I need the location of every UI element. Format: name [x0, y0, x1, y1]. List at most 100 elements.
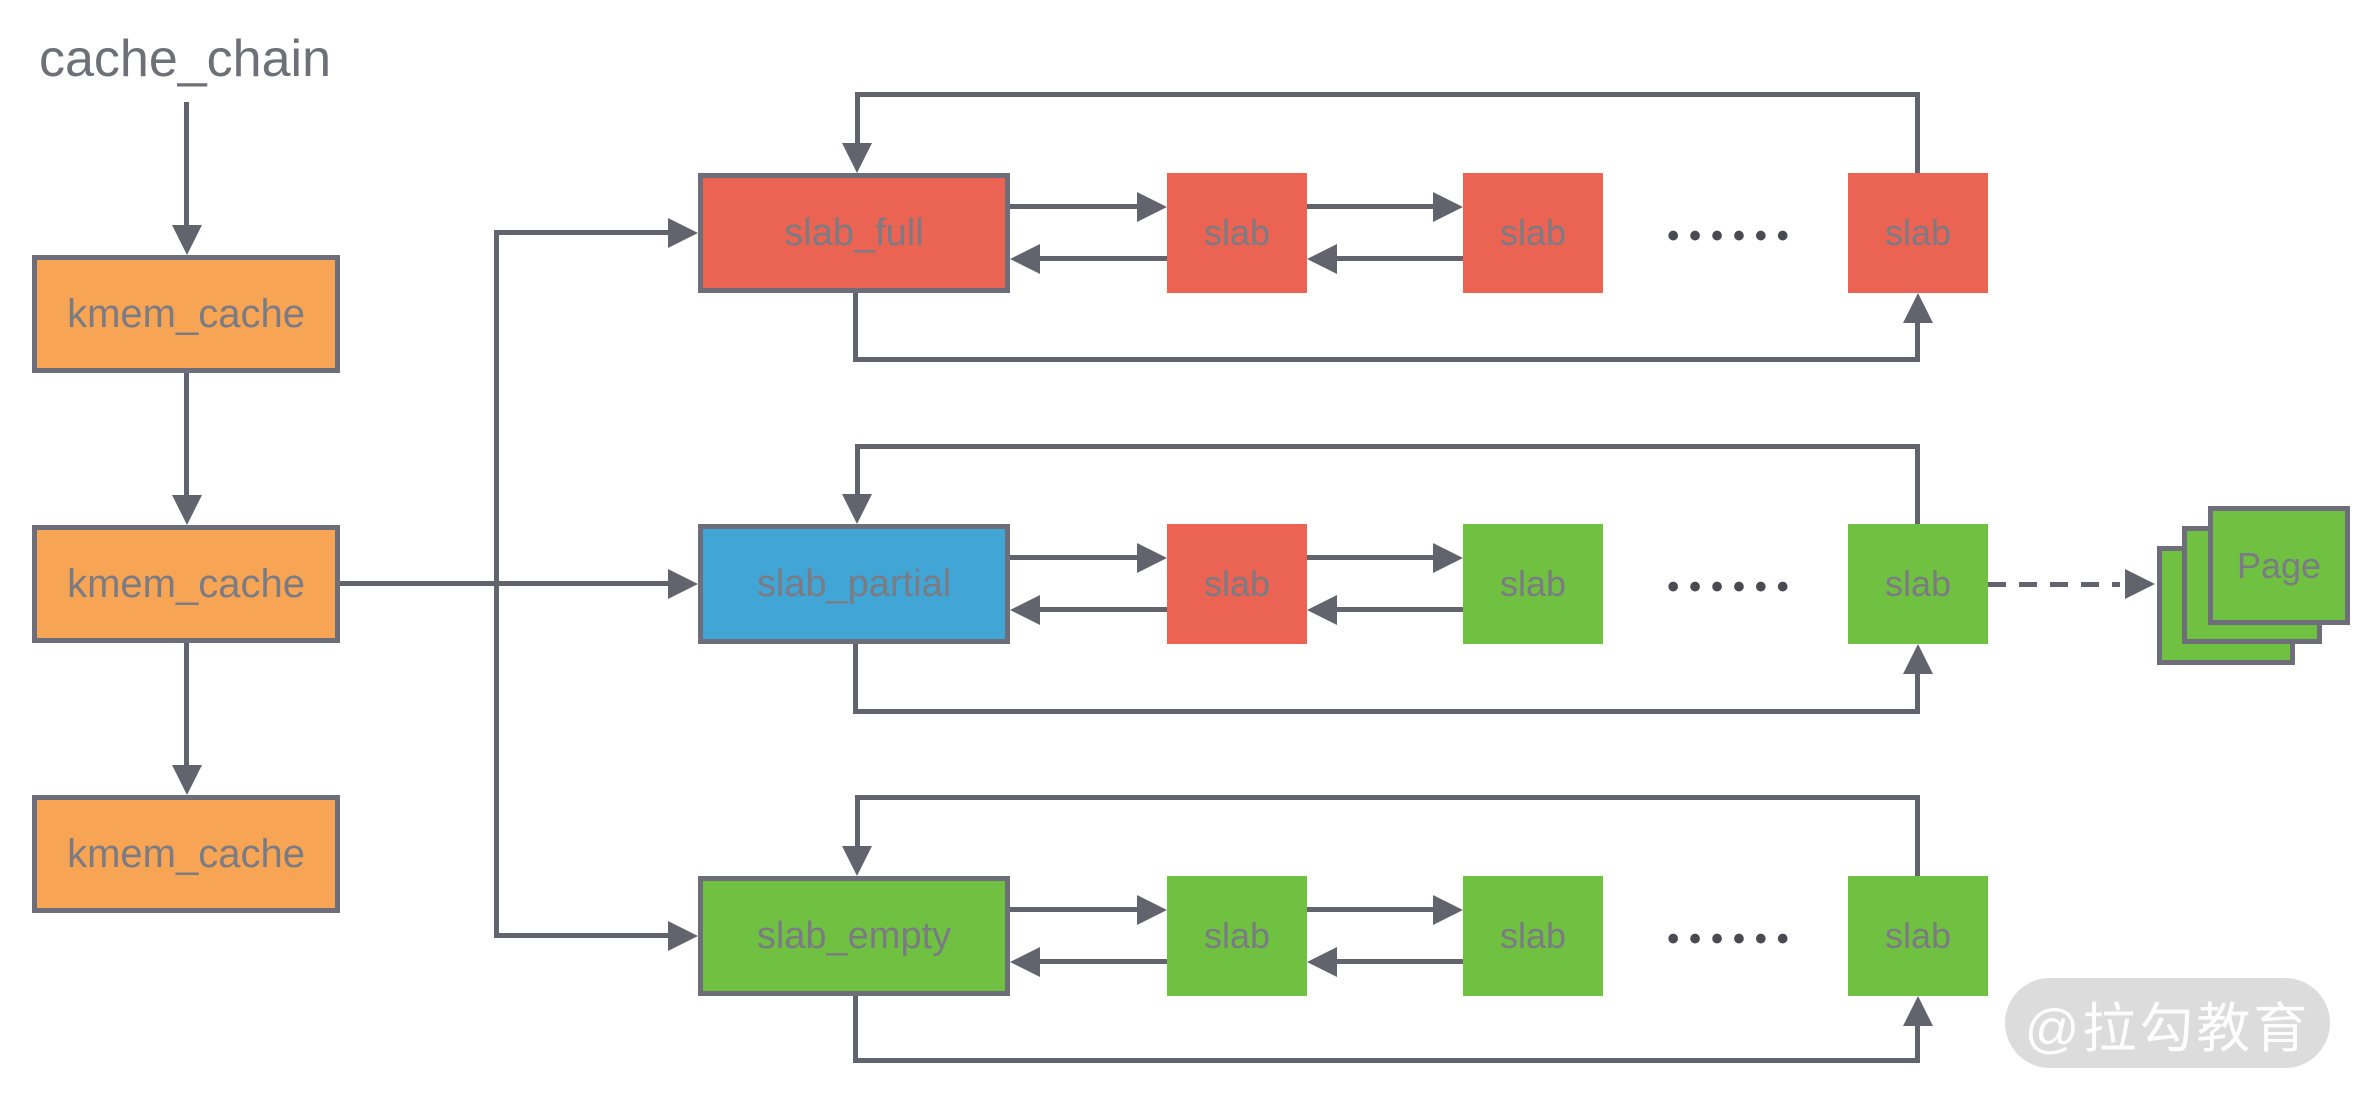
link-prev-arrow-icon [1307, 244, 1337, 274]
slab-partial-head-box: slab_partial [698, 524, 1010, 644]
link-prev-line [1337, 959, 1463, 964]
branch-arrow-full-icon [668, 218, 698, 248]
link-next-line [1010, 907, 1137, 912]
page-dashed-line [1988, 582, 2120, 587]
branch-arm-empty-line [494, 933, 668, 938]
slab-label: slab [1884, 915, 1952, 956]
link-next-line [1307, 907, 1433, 912]
loop-top-left-line [855, 444, 860, 499]
chain-arrow-line-1 [184, 373, 189, 495]
loop-top-line [855, 92, 1920, 97]
ellipsis-dots: •••••• [1667, 216, 1799, 255]
loop-top-arrow-icon [842, 846, 872, 876]
slab-label: slab [1499, 563, 1567, 604]
loop-bottom-left-line [853, 293, 858, 362]
loop-bottom-right-line [1915, 672, 1920, 714]
loop-top-right-line [1915, 795, 1920, 876]
slab-node-red: slab [1463, 173, 1603, 293]
page-dashed-arrow-icon [2125, 569, 2155, 599]
loop-bottom-arrow-icon [1903, 644, 1933, 674]
slab-node-green: slab [1848, 876, 1988, 996]
link-prev-line [1337, 607, 1463, 612]
chain-arrow-down-icon-1 [172, 495, 202, 525]
slab-label: slab [1499, 915, 1567, 956]
link-next-arrow-icon [1433, 895, 1463, 925]
link-next-arrow-icon [1433, 192, 1463, 222]
link-prev-line [1040, 607, 1167, 612]
watermark-badge: @拉勾教育 [2005, 978, 2330, 1068]
slab-label: slab [1884, 212, 1952, 253]
page-label: Page [2236, 544, 2322, 586]
link-prev-line [1337, 256, 1463, 261]
slab-node-green: slab [1167, 876, 1307, 996]
link-next-line [1010, 555, 1137, 560]
loop-top-arrow-icon [842, 143, 872, 173]
loop-bottom-right-line [1915, 321, 1920, 362]
diagram-title: cache_chain [39, 30, 331, 88]
ellipsis-dots: •••••• [1667, 919, 1799, 958]
link-prev-arrow-icon [1010, 595, 1040, 625]
kmem-cache-label: kmem_cache [67, 291, 305, 336]
slab-node-green: slab [1463, 524, 1603, 644]
loop-bottom-line [853, 709, 1920, 714]
loop-bottom-line [853, 357, 1920, 362]
slab-partial-label: slab_partial [756, 562, 952, 605]
chain-arrow-line-2 [184, 643, 189, 765]
loop-bottom-arrow-icon [1903, 996, 1933, 1026]
chain-arrow-down-icon-2 [172, 765, 202, 795]
link-next-line [1307, 204, 1433, 209]
link-prev-arrow-icon [1010, 947, 1040, 977]
slab-label: slab [1203, 915, 1271, 956]
kmem-cache-box-1: kmem_cache [32, 255, 340, 373]
slab-node-red: slab [1848, 173, 1988, 293]
loop-top-arrow-icon [842, 494, 872, 524]
watermark-label: @拉勾教育 [2024, 998, 2311, 1059]
loop-bottom-left-line [853, 996, 858, 1063]
kmem-cache-label: kmem_cache [67, 561, 305, 606]
link-prev-arrow-icon [1010, 244, 1040, 274]
loop-top-line [855, 795, 1920, 800]
slab-full-head-box: slab_full [698, 173, 1010, 293]
page-stack-front: Page [2208, 506, 2350, 625]
slab-node-green: slab [1848, 524, 1988, 644]
kmem-cache-box-2: kmem_cache [32, 525, 340, 643]
loop-bottom-arrow-icon [1903, 293, 1933, 323]
loop-bottom-line [853, 1058, 1920, 1063]
slab-label: slab [1884, 563, 1952, 604]
loop-top-left-line [855, 92, 860, 147]
slab-label: slab [1203, 212, 1271, 253]
link-prev-arrow-icon [1307, 595, 1337, 625]
link-next-arrow-icon [1137, 895, 1167, 925]
kmem-cache-label: kmem_cache [67, 831, 305, 876]
loop-top-right-line [1915, 92, 1920, 173]
loop-bottom-right-line [1915, 1024, 1920, 1063]
link-next-line [1010, 204, 1137, 209]
title-arrow-down-icon [172, 225, 202, 255]
branch-arm-full-line [494, 230, 668, 235]
kmem-cache-box-3: kmem_cache [32, 795, 340, 913]
slab-node-red: slab [1167, 173, 1307, 293]
loop-bottom-left-line [853, 644, 858, 714]
slab-label: slab [1499, 212, 1567, 253]
slab-node-red: slab [1167, 524, 1307, 644]
ellipsis-dots: •••••• [1667, 567, 1799, 606]
link-next-arrow-icon [1137, 543, 1167, 573]
slab-empty-head-box: slab_empty [698, 876, 1010, 996]
branch-trunk-line [494, 230, 499, 938]
slab-node-green: slab [1463, 876, 1603, 996]
title-arrow-line [184, 102, 189, 225]
slab-label: slab [1203, 563, 1271, 604]
loop-top-right-line [1915, 444, 1920, 524]
loop-top-line [855, 444, 1920, 449]
link-next-arrow-icon [1433, 543, 1463, 573]
link-prev-line [1040, 256, 1167, 261]
slab-full-label: slab_full [784, 211, 924, 254]
branch-arrow-partial-icon [668, 569, 698, 599]
loop-top-left-line [855, 795, 860, 850]
branch-arrow-empty-icon [668, 921, 698, 951]
link-prev-line [1040, 959, 1167, 964]
slab-empty-label: slab_empty [756, 914, 952, 957]
link-prev-arrow-icon [1307, 947, 1337, 977]
link-next-arrow-icon [1137, 192, 1167, 222]
